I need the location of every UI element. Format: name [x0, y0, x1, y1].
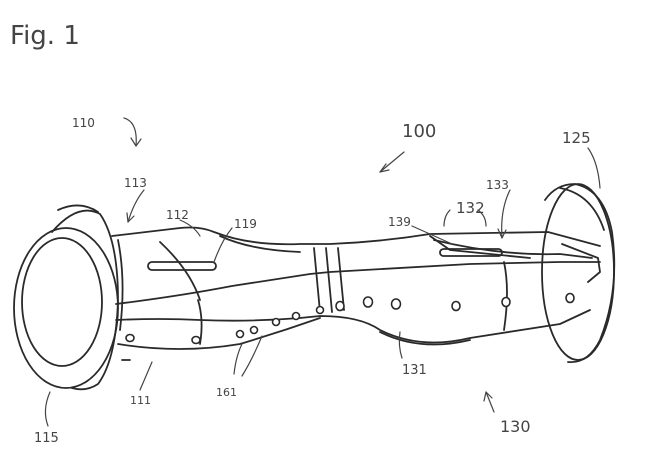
label-133: 133 [486, 178, 509, 192]
label-119: 119 [234, 217, 257, 231]
right-wheel [542, 184, 614, 362]
label-110: 110 [72, 116, 95, 130]
label-115: 115 [34, 431, 59, 446]
label-100: 100 [402, 121, 436, 142]
label-111: 111 [130, 394, 151, 407]
label-131: 131 [402, 363, 427, 378]
label-132: 132 [456, 199, 485, 217]
label-130: 130 [500, 417, 531, 436]
left-wheel [14, 205, 118, 389]
label-139: 139 [388, 215, 411, 229]
label-113: 113 [124, 176, 147, 190]
board-body [112, 228, 600, 361]
figure-title: Fig. 1 [10, 21, 80, 51]
label-125: 125 [562, 129, 591, 147]
label-112: 112 [166, 208, 189, 222]
label-161: 161 [216, 386, 237, 399]
